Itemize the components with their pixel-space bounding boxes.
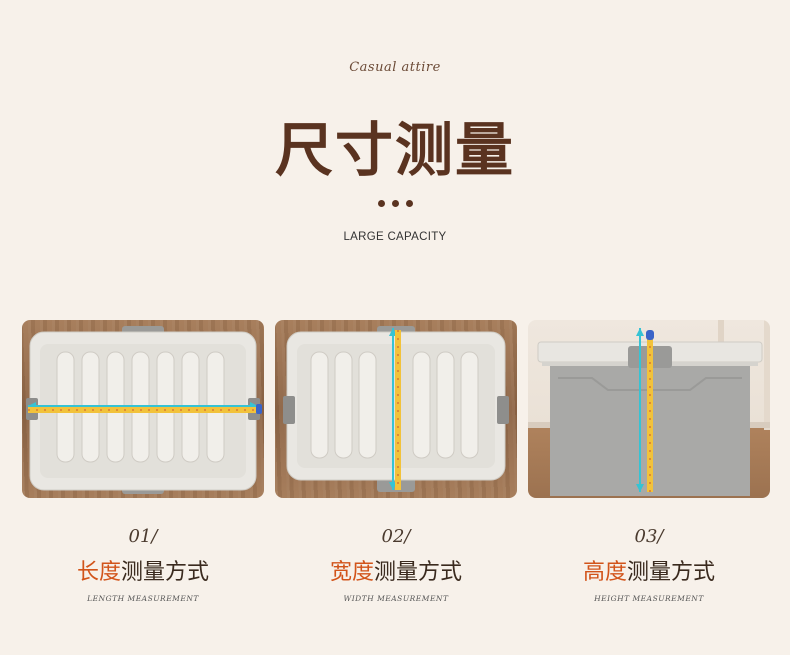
length-measurement-image <box>22 320 264 498</box>
method-title-rest: 测量方式 <box>627 560 716 585</box>
method-english: WIDTH MEASUREMENT <box>343 594 449 603</box>
dot-icon <box>391 200 399 207</box>
method-title-rest: 测量方式 <box>121 560 210 585</box>
method-length: 01/ 长度测量方式 LENGTH MEASUREMENT <box>22 522 264 603</box>
dot-icon <box>377 200 385 207</box>
page-title: 尺寸测量 <box>274 116 515 184</box>
method-number: 03/ <box>634 526 664 547</box>
width-measurement-image <box>275 320 517 498</box>
script-title: Casual attire <box>349 60 441 75</box>
box-front-view-height-illustration <box>528 320 770 496</box>
method-number: 01/ <box>128 526 158 547</box>
method-title: 宽度测量方式 <box>275 556 517 590</box>
page-subtitle: LARGE CAPACITY <box>343 231 447 243</box>
box-top-view-width-illustration <box>283 326 509 492</box>
method-number: 02/ <box>381 526 411 547</box>
dot-icon <box>405 200 413 207</box>
method-english: HEIGHT MEASUREMENT <box>594 594 704 603</box>
box-top-view-length-illustration <box>26 326 262 494</box>
method-width: 02/ 宽度测量方式 WIDTH MEASUREMENT <box>275 522 517 603</box>
method-title-highlight: 长度 <box>76 560 121 585</box>
method-title-highlight: 高度 <box>582 560 627 585</box>
method-title-rest: 测量方式 <box>374 560 463 585</box>
height-measurement-image <box>528 320 770 498</box>
method-title: 长度测量方式 <box>22 556 264 590</box>
method-english: LENGTH MEASUREMENT <box>87 594 199 603</box>
method-title: 高度测量方式 <box>528 556 770 590</box>
decorative-dots <box>0 200 790 207</box>
method-title-highlight: 宽度 <box>329 560 374 585</box>
method-height: 03/ 高度测量方式 HEIGHT MEASUREMENT <box>528 522 770 603</box>
